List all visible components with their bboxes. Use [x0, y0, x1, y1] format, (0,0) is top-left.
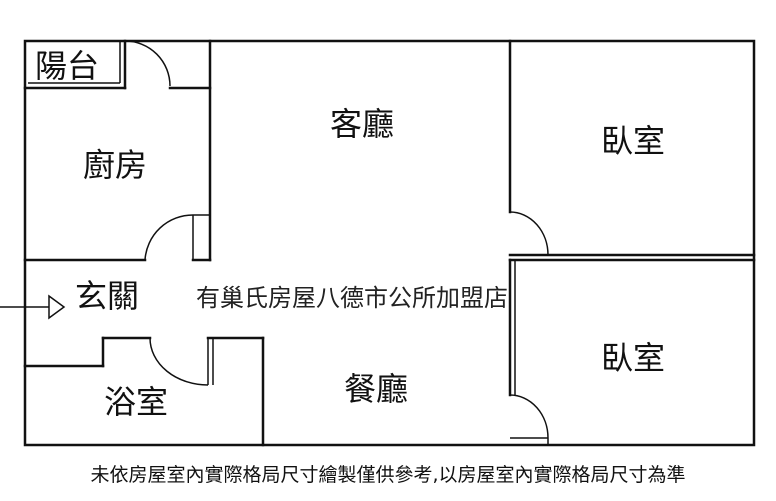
footnote-text: 未依房屋室內實際格局尺寸繪製僅供參考,以房屋室內實際格局尺寸為準 [90, 464, 685, 486]
bedroom-top-door-arc [509, 211, 549, 256]
bedroom-bottom-door-arc [509, 394, 549, 439]
kitchen-door-arc [144, 214, 194, 261]
entrance-arrow [0, 294, 66, 320]
room-label-balcony: 陽台 [35, 47, 99, 85]
bathroom-walls [23, 336, 265, 447]
balcony-walls [23, 39, 212, 90]
room-label-bedroom-bottom: 臥室 [601, 339, 665, 377]
room-label-entrance: 玄關 [75, 277, 139, 315]
kitchen-walls [23, 39, 212, 262]
room-label-dining: 餐廳 [344, 370, 408, 408]
bathroom-door-arc [149, 337, 209, 386]
balcony-door-arc [124, 40, 171, 87]
bedroom-walls [508, 39, 756, 445]
room-label-bathroom: 浴室 [104, 383, 168, 421]
watermark-text: 有巢氏房屋八德市公所加盟店 [196, 284, 508, 312]
outer-walls [23, 39, 756, 447]
room-label-kitchen: 廚房 [83, 146, 147, 184]
room-label-bedroom-top: 臥室 [601, 122, 665, 160]
room-label-living: 客廳 [330, 105, 394, 143]
entrance-arrow-head [48, 294, 66, 320]
outer-wall [23, 39, 756, 447]
